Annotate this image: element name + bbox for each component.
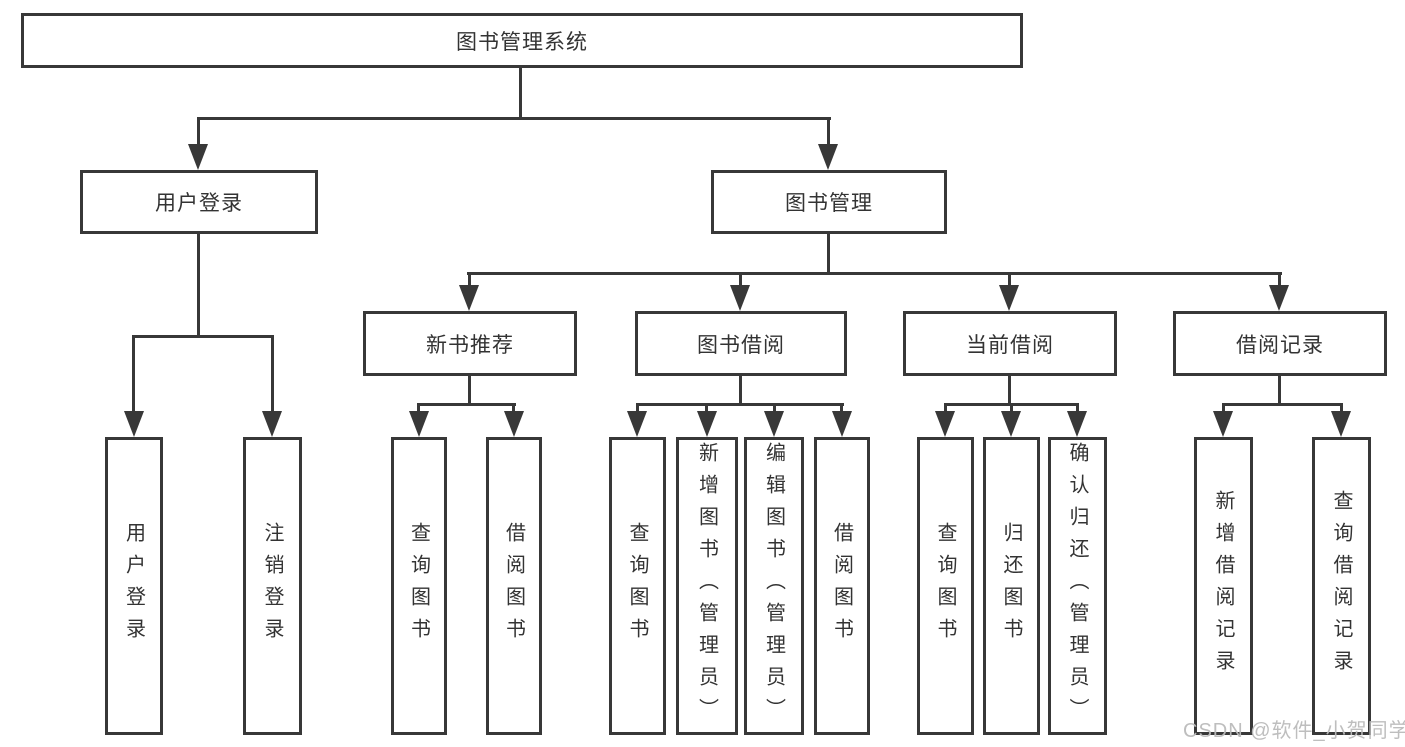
connector-drop-leaf [1076, 403, 1079, 413]
arrow-down-icon [459, 285, 479, 311]
connector-recommend-rail [417, 403, 516, 406]
connector-drop-leaf [132, 335, 135, 413]
arrow-down-icon [124, 411, 144, 437]
leaf-query-books-recommend: 查询图书 [391, 437, 447, 735]
arrow-down-icon [1001, 411, 1021, 437]
connector-book-management-rail [467, 272, 1282, 275]
node-book-management: 图书管理 [711, 170, 947, 234]
arrow-down-icon [188, 144, 208, 170]
arrow-down-icon [730, 285, 750, 311]
csdn-watermark: CSDN @软件_小贺同学 [1183, 720, 1405, 742]
arrow-down-icon [262, 411, 282, 437]
connector-root-rail [197, 117, 831, 120]
connector-recommend-stem [468, 376, 471, 406]
connector-drop-l3 [1008, 272, 1011, 287]
arrow-down-icon [764, 411, 784, 437]
connector-drop-book-management [827, 117, 830, 146]
arrow-down-icon [1269, 285, 1289, 311]
node-root-library-system: 图书管理系统 [21, 13, 1023, 68]
leaf-add-borrow-record: 新增借阅记录 [1194, 437, 1253, 735]
arrow-down-icon [504, 411, 524, 437]
connector-drop-l3 [1278, 272, 1281, 287]
connector-drop-leaf [512, 403, 515, 413]
connector-drop-leaf [271, 335, 274, 413]
connector-user-login-stem [197, 234, 200, 338]
arrow-down-icon [627, 411, 647, 437]
connector-current-stem [1008, 376, 1011, 406]
leaf-confirm-return-admin: 确认归还（管理员） [1048, 437, 1107, 735]
connector-drop-l3 [739, 272, 742, 287]
connector-drop-leaf [840, 403, 843, 413]
connector-records-rail [1222, 403, 1343, 406]
connector-drop-l3 [468, 272, 471, 287]
connector-book-management-stem [827, 234, 830, 275]
leaf-user-login: 用户登录 [105, 437, 163, 735]
connector-drop-leaf [636, 403, 639, 413]
arrow-down-icon [697, 411, 717, 437]
leaf-edit-books-admin: 编辑图书（管理员） [744, 437, 804, 735]
arrow-down-icon [1331, 411, 1351, 437]
node-new-book-recommendation: 新书推荐 [363, 311, 577, 376]
connector-drop-leaf [705, 403, 708, 413]
arrow-down-icon [1213, 411, 1233, 437]
leaf-query-borrow-record: 查询借阅记录 [1312, 437, 1371, 735]
node-user-login: 用户登录 [80, 170, 318, 234]
leaf-borrow-books-borrowing: 借阅图书 [814, 437, 870, 735]
connector-root-stem [519, 68, 522, 119]
arrow-down-icon [832, 411, 852, 437]
leaf-borrow-books-recommend: 借阅图书 [486, 437, 542, 735]
connector-borrowing-stem [739, 376, 742, 406]
leaf-return-books: 归还图书 [983, 437, 1040, 735]
node-current-borrowing: 当前借阅 [903, 311, 1117, 376]
connector-drop-leaf [773, 403, 776, 413]
arrow-down-icon [818, 144, 838, 170]
leaf-query-books-borrowing: 查询图书 [609, 437, 666, 735]
arrow-down-icon [999, 285, 1019, 311]
node-book-borrowing: 图书借阅 [635, 311, 847, 376]
leaf-logout-login: 注销登录 [243, 437, 302, 735]
leaf-query-books-current: 查询图书 [917, 437, 974, 735]
connector-drop-leaf [417, 403, 420, 413]
node-borrowing-records: 借阅记录 [1173, 311, 1387, 376]
connector-drop-leaf [1010, 403, 1013, 413]
arrow-down-icon [409, 411, 429, 437]
connector-drop-leaf [944, 403, 947, 413]
arrow-down-icon [1067, 411, 1087, 437]
connector-drop-leaf [1222, 403, 1225, 413]
connector-drop-leaf [1340, 403, 1343, 413]
connector-drop-user-login [197, 117, 200, 146]
arrow-down-icon [935, 411, 955, 437]
connector-user-login-rail [132, 335, 274, 338]
connector-borrowing-rail [636, 403, 844, 406]
connector-records-stem [1278, 376, 1281, 406]
leaf-add-books-admin: 新增图书（管理员） [676, 437, 738, 735]
